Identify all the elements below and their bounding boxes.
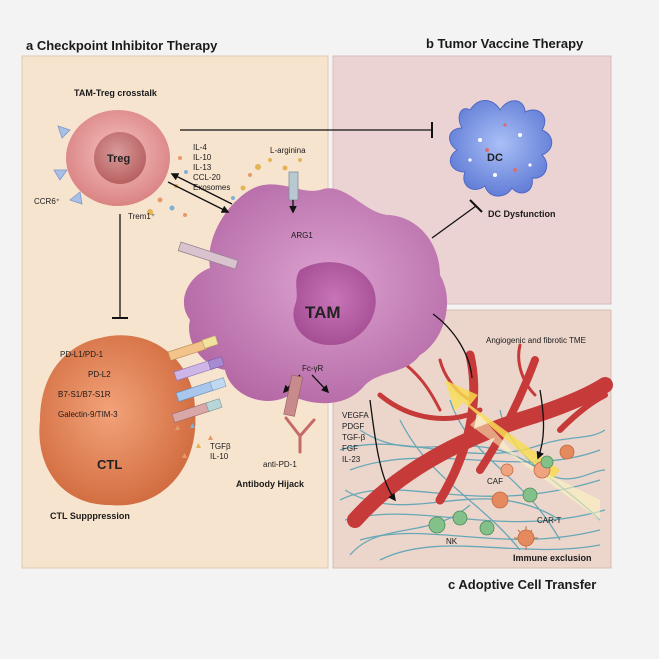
car-t-label: CAR-T — [537, 516, 562, 525]
il10-label: IL-10 — [210, 452, 229, 461]
treg-cell — [53, 110, 170, 206]
antibody-hijack-label: Antibody Hijack — [236, 479, 305, 489]
cytokine-2: IL-13 — [193, 163, 212, 172]
gf-1: PDGF — [342, 422, 364, 431]
anti-pd1-antibody — [284, 416, 316, 454]
tam-cell — [183, 184, 448, 404]
cytokine-0: IL-4 — [193, 143, 207, 152]
ctl-suppression-label: CTL Supppression — [50, 511, 130, 521]
tam-treg-label: TAM-Treg crosstalk — [74, 88, 158, 98]
arg1-receptor — [288, 171, 299, 201]
ligand-2: B7-S1/B7-S1R — [58, 390, 111, 399]
tgfb-dots — [175, 423, 213, 458]
fcyr-label: Fc-γR — [302, 364, 324, 373]
arrows — [112, 122, 545, 502]
checkpoint-receptors — [167, 335, 227, 423]
dc-cell — [449, 100, 553, 197]
l-arginina-label: L-arginina — [270, 146, 306, 155]
ccr6-label: CCR6⁺ — [34, 197, 60, 206]
nk-label: NK — [446, 537, 458, 546]
ligand-1: PD-L2 — [88, 370, 111, 379]
gf-2: TGF-β — [342, 433, 366, 442]
ctl-label: CTL — [97, 457, 122, 472]
tme-network — [339, 343, 613, 561]
cytokine-4: Exosomes — [193, 183, 230, 192]
arg1-label: ARG1 — [291, 231, 313, 240]
cytokine-3: CCL-20 — [193, 173, 221, 182]
fc-receptor — [283, 374, 304, 417]
gf-0: VEGFA — [342, 411, 369, 420]
trem1-receptor — [177, 241, 239, 270]
dc-dysfunction-label: DC Dysfunction — [488, 209, 556, 219]
dc-label: DC — [487, 152, 503, 164]
ligand-3: Galectin-9/TIM-3 — [58, 410, 118, 419]
tgfb-label: TGFβ — [210, 442, 231, 451]
anti-pd1-label: anti-PD-1 — [263, 460, 297, 469]
panel-b-title: b Tumor Vaccine Therapy — [426, 36, 584, 51]
trem1-label: Trem1⁺ — [128, 212, 155, 221]
angiogenic-label: Angiogenic and fibrotic TME — [486, 336, 586, 345]
caf-label: CAF — [487, 477, 503, 486]
treg-label: Treg — [107, 153, 130, 165]
ctl-cell — [39, 335, 196, 506]
panel-c-title: c Adoptive Cell Transfer — [448, 577, 596, 592]
gf-3: FGF — [342, 444, 358, 453]
tam-label: TAM — [305, 303, 341, 322]
immune-exclusion-label: Immune exclusion — [513, 553, 592, 563]
gf-4: IL-23 — [342, 455, 361, 464]
cytokine-1: IL-10 — [193, 153, 212, 162]
cytokine-dots — [147, 156, 302, 217]
panel-a-title: a Checkpoint Inhibitor Therapy — [26, 38, 218, 53]
ligand-0: PD-L1/PD-1 — [60, 350, 104, 359]
